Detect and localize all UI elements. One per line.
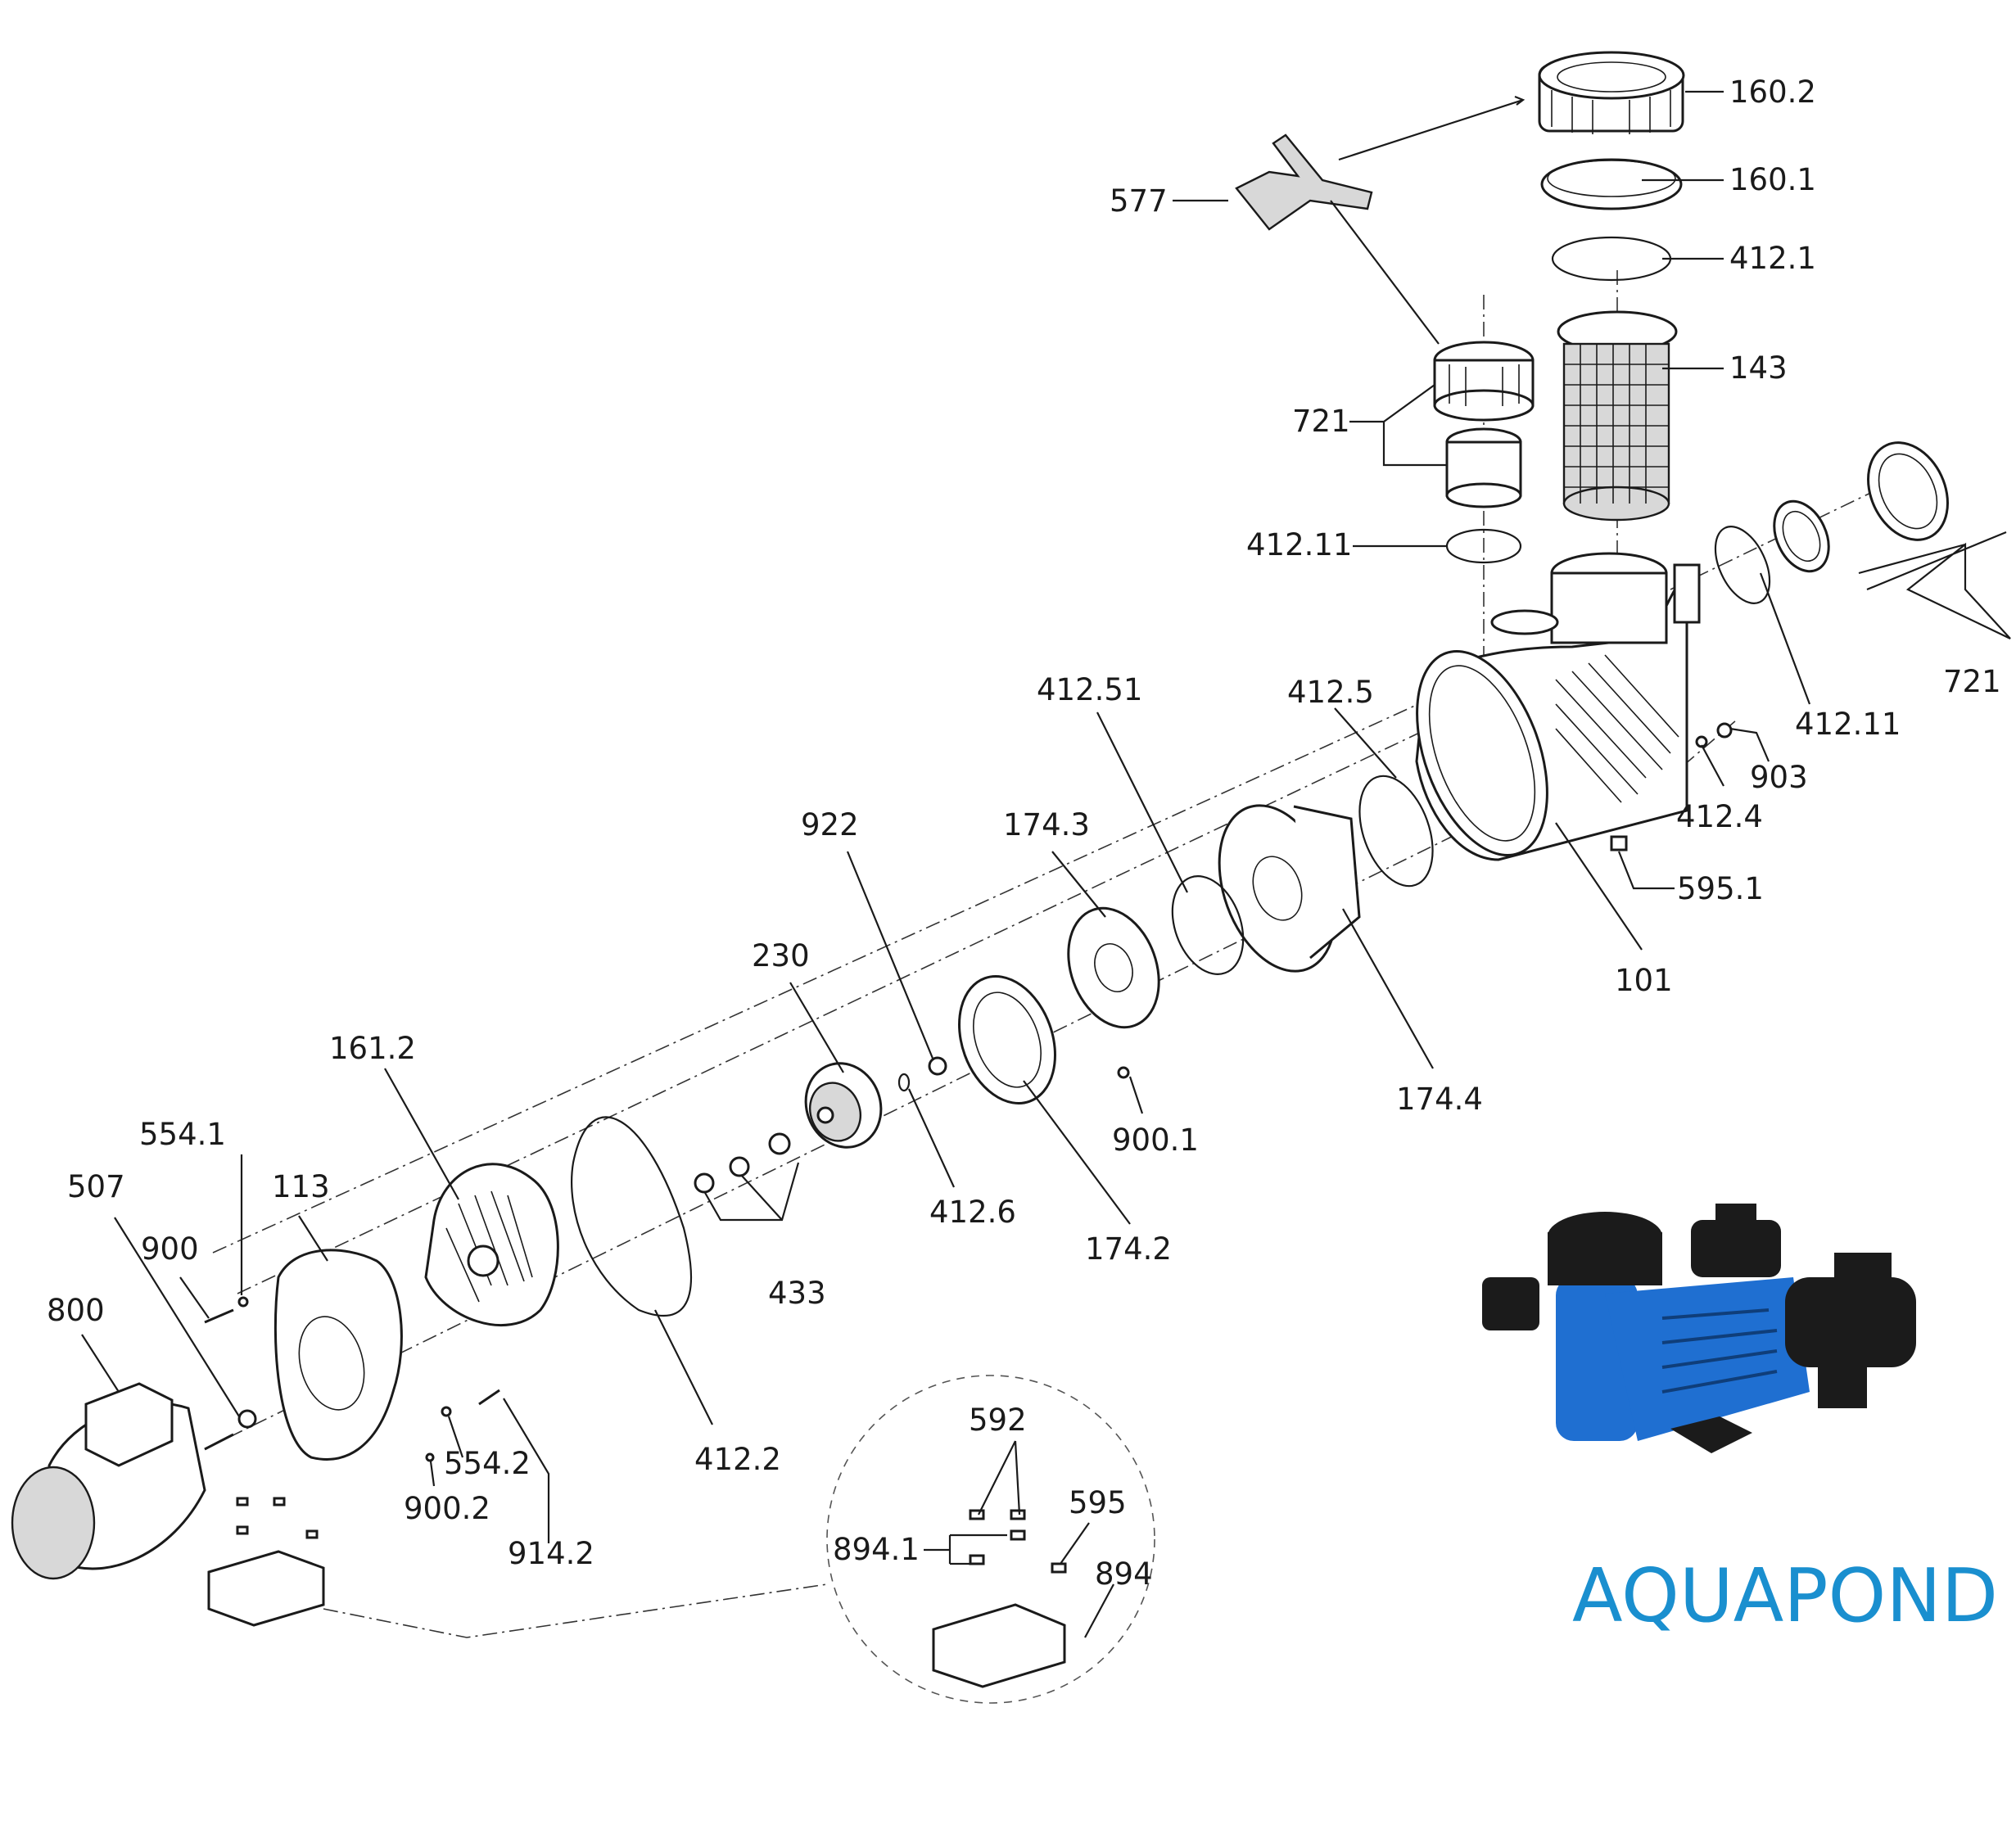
part-507-slinger xyxy=(237,1409,257,1429)
part-900-screw xyxy=(204,1308,234,1324)
label-412.1: 412.1 xyxy=(1729,241,1816,276)
label-721-side: 721 xyxy=(1943,664,2001,699)
part-101-pump-housing xyxy=(1415,552,1701,861)
label-800: 800 xyxy=(47,1293,105,1328)
label-174.3: 174.3 xyxy=(1003,807,1090,842)
label-914.2: 914.2 xyxy=(508,1536,594,1571)
part-143-strainer-basket xyxy=(1557,310,1678,522)
label-507: 507 xyxy=(67,1169,125,1204)
part-595.1-foot xyxy=(1610,835,1628,851)
label-161.2: 161.2 xyxy=(329,1031,416,1066)
label-922: 922 xyxy=(801,807,859,842)
label-174.2: 174.2 xyxy=(1085,1231,1172,1267)
label-595.1: 595.1 xyxy=(1677,871,1764,906)
label-412.5: 412.5 xyxy=(1287,675,1374,710)
pump-product-image xyxy=(1482,1204,1916,1453)
part-894-motor-foot xyxy=(207,1497,325,1627)
part-160.2-lid-ring xyxy=(1538,51,1685,134)
label-160.2: 160.2 xyxy=(1729,75,1816,110)
part-174.3-wear-ring xyxy=(1067,906,1160,1029)
label-900.2: 900.2 xyxy=(404,1491,490,1526)
label-412.11-top: 412.11 xyxy=(1246,527,1352,562)
part-903-drain-plug xyxy=(1695,722,1733,748)
detail-foot-magnifier xyxy=(323,1375,1155,1704)
part-230-impeller xyxy=(804,1062,883,1149)
label-160.1: 160.1 xyxy=(1729,162,1816,197)
label-143: 143 xyxy=(1729,350,1788,386)
part-721-union-nut-side xyxy=(1867,441,1949,541)
label-412.4: 412.4 xyxy=(1676,799,1763,834)
label-554.2: 554.2 xyxy=(444,1446,531,1481)
label-554.1: 554.1 xyxy=(139,1117,226,1152)
part-922-nut xyxy=(928,1056,947,1076)
label-903: 903 xyxy=(1750,760,1808,795)
part-433-mechanical-seal xyxy=(694,1132,791,1194)
part-174.2-diffuser-insert xyxy=(958,975,1056,1104)
label-101: 101 xyxy=(1615,963,1673,998)
label-412.6: 412.6 xyxy=(929,1195,1016,1230)
part-721-union-nut-top xyxy=(1433,341,1535,422)
part-412.6-oring xyxy=(897,1073,911,1092)
label-412.11-side: 412.11 xyxy=(1795,707,1901,742)
part-412.1-oring xyxy=(1551,236,1672,282)
label-592: 592 xyxy=(969,1403,1027,1438)
label-900: 900 xyxy=(141,1231,199,1267)
label-894.1: 894.1 xyxy=(833,1532,920,1567)
part-900.1-screw xyxy=(1117,1066,1130,1079)
aquapond-logo: AQUAPOND xyxy=(1572,1553,1998,1639)
part-113-bracket xyxy=(273,1249,403,1461)
part-412.11-oring-side xyxy=(1714,526,1771,604)
label-577: 577 xyxy=(1110,183,1168,219)
label-595: 595 xyxy=(1069,1485,1127,1520)
part-160.1-lid xyxy=(1540,158,1683,210)
label-174.4: 174.4 xyxy=(1396,1082,1483,1117)
part-800-motor xyxy=(11,1382,234,1580)
part-412.51-oring xyxy=(1171,875,1245,975)
leader-lines xyxy=(81,90,2011,1638)
part-577-lid-key xyxy=(1235,133,1373,231)
label-412.51: 412.51 xyxy=(1037,672,1142,707)
part-554.1-washer xyxy=(237,1296,249,1308)
part-900.2-screw xyxy=(425,1452,435,1462)
label-894: 894 xyxy=(1095,1556,1153,1592)
label-230: 230 xyxy=(752,938,810,973)
label-113: 113 xyxy=(272,1169,330,1204)
part-174.4-diffuser xyxy=(1218,804,1361,973)
part-721-union-sleeve-side xyxy=(1773,499,1830,573)
part-914.2-bolt xyxy=(478,1389,500,1406)
label-900.1: 900.1 xyxy=(1112,1123,1199,1158)
label-412.2: 412.2 xyxy=(694,1442,781,1477)
part-554.2-washer xyxy=(441,1406,452,1417)
part-412.5-oring xyxy=(1358,775,1434,888)
part-721-union-sleeve-top xyxy=(1445,427,1522,508)
part-labels: 160.2 160.1 412.1 143 577 721 412.11 721… xyxy=(47,75,2001,1592)
part-161.2-casing-cover xyxy=(424,1163,559,1326)
label-721-top: 721 xyxy=(1292,404,1350,439)
part-412.2-oring xyxy=(571,1116,692,1317)
label-433: 433 xyxy=(768,1276,826,1311)
